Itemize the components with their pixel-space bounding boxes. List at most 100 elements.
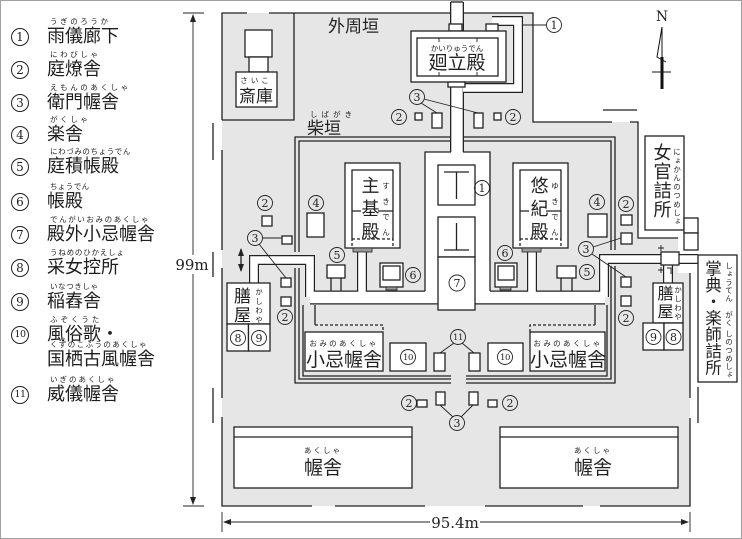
legend-item-1: 1 うぎのろうか 雨儀廊下 — [0, 18, 180, 48]
marker-1: 1 — [474, 180, 490, 196]
circled-number: 4 — [11, 126, 29, 144]
marker-5: 5 — [579, 264, 595, 280]
legend-ruby: うぎのろうか — [50, 17, 111, 26]
marker-number: 2 — [623, 312, 630, 325]
omi-akusha-left-building — [304, 331, 384, 372]
shoten-gakushi-tsumesho: 掌典・楽師詰所 しょうてん がく しのつめしょ — [697, 254, 738, 383]
niwabisha — [620, 295, 632, 307]
central-hall-walls — [424, 151, 491, 291]
legend-label: 庭積帳殿 — [47, 156, 119, 177]
circled-number: 9 — [11, 293, 29, 311]
marker-number: 5 — [584, 266, 591, 279]
legend-item-11: 11 いぎのあくしゃ 威儀幄舎 — [0, 376, 180, 406]
legend-ruby: うねめのひかえしょ — [50, 248, 125, 257]
niwazumi-right-legs — [560, 278, 573, 291]
igi-akusha — [468, 352, 481, 372]
emon-akusha — [468, 391, 479, 406]
marker-2: 2 — [618, 196, 634, 212]
omi-inner-lines — [314, 305, 596, 325]
marker-number: 2 — [406, 397, 413, 410]
marker-number: 6 — [502, 247, 509, 260]
marker-2: 2 — [277, 309, 293, 325]
emon-akusha — [281, 235, 293, 245]
marker-number: 2 — [396, 111, 403, 124]
yukiden-step — [521, 247, 542, 253]
marker-number: 8 — [235, 332, 242, 345]
marker-number: 2 — [507, 397, 514, 410]
sukiden-label: 主基殿 — [359, 176, 380, 245]
fuzokuuta-akusha-left — [389, 342, 427, 372]
legend-label-line2: 国栖古風幄舎 — [47, 349, 155, 370]
yukiden-inner — [519, 169, 562, 238]
legend-ruby: ちょうでん — [50, 182, 90, 191]
niwabisha — [280, 296, 292, 307]
t-mark — [444, 171, 469, 199]
saiko-building — [235, 71, 278, 108]
kairyuden-ruby: かいりゅうでん — [431, 44, 484, 53]
label-background — [176, 255, 210, 274]
marker-number: 1 — [551, 19, 558, 32]
marker-4: 4 — [589, 194, 605, 210]
akusha-left: あくしゃ 幄舎 — [233, 426, 413, 489]
emon-akusha — [620, 232, 633, 245]
legend-label: 楽舎 — [47, 124, 83, 145]
marker-number: 5 — [334, 249, 341, 262]
central-corridor-rooms — [437, 164, 476, 311]
circled-number: 7 — [11, 226, 29, 244]
emon-akusha — [435, 391, 446, 406]
circled-number: 5 — [11, 158, 29, 176]
saiko-storehouse: さいこ 斎庫 — [235, 29, 278, 108]
north-label: N — [656, 9, 668, 25]
kairyuden-connector — [485, 23, 499, 32]
marker-3: 3 — [449, 415, 465, 431]
marker-number: 4 — [313, 197, 320, 210]
marker-2: 2 — [618, 310, 634, 326]
niwazumi-choden-right — [556, 265, 577, 279]
legend-label: 雨儀廊下 — [47, 26, 119, 47]
marker-1: 1 — [546, 17, 562, 33]
sukiden-outer — [344, 162, 401, 249]
legend-ruby: にわびしゃ — [50, 50, 101, 59]
marker-8: 8 — [230, 330, 246, 346]
annex-room — [683, 232, 699, 251]
emon-akusha — [280, 277, 292, 288]
omi-akusha-left: おみのあくしゃ 小忌幄舎 — [304, 324, 384, 372]
gaku-ruby: がく — [724, 310, 733, 328]
legend-label: 威儀幄舎 — [47, 384, 119, 405]
marker-8: 8 — [665, 329, 682, 345]
legend-item-9: 9 いなつきしゃ 稲舂舎 — [0, 283, 180, 313]
marker-number: 10 — [500, 353, 510, 363]
inner-fence-inner-line — [298, 140, 612, 380]
circled-number: 1 — [11, 28, 29, 46]
legend-label: 衛門幄舎 — [47, 92, 119, 113]
akusha-right-ruby: あくしゃ — [574, 446, 612, 455]
omi-akusha-left-ruby: おみのあくしゃ — [309, 339, 378, 348]
legend-item-10: 10 ふぞくうた 風俗歌・ くずのこふうのあくしゃ 国栖古風幄舎 — [0, 316, 180, 372]
marker-3: 3 — [409, 89, 425, 105]
kashiwaya-right-label: 膳屋 — [655, 285, 674, 321]
legend-label: 庭燎舎 — [47, 59, 101, 80]
corridor-junction-room — [660, 251, 680, 266]
marker-number: 2 — [262, 197, 269, 210]
marker-3: 3 — [578, 241, 594, 257]
gakusha-left — [306, 212, 325, 238]
sukiden-step — [352, 247, 373, 253]
akusha-left-ruby: あくしゃ — [304, 446, 342, 455]
niwabisha — [487, 399, 498, 408]
kairyuden-connector — [448, 23, 463, 32]
saiko-label: 斎庫 — [239, 87, 273, 107]
marker-number: 9 — [256, 332, 263, 345]
legend-item-4: 4 がくしゃ 楽舎 — [0, 116, 180, 146]
niwabisha — [620, 214, 633, 226]
kashiwaya-right-ruby: かしわや — [673, 286, 682, 322]
kashiwaya-left-ruby: かしわや — [254, 288, 263, 326]
legend-label: 稲舂舎 — [47, 291, 101, 312]
cross-marks — [658, 245, 672, 274]
inner-fence-outer-line — [294, 136, 616, 384]
marker-number: 6 — [410, 269, 417, 282]
choden-right-inner — [497, 265, 515, 281]
kairyuden-connector — [447, 81, 466, 88]
marker-9: 9 — [645, 329, 662, 345]
akusha-left-label: 幄舎 — [304, 457, 342, 479]
